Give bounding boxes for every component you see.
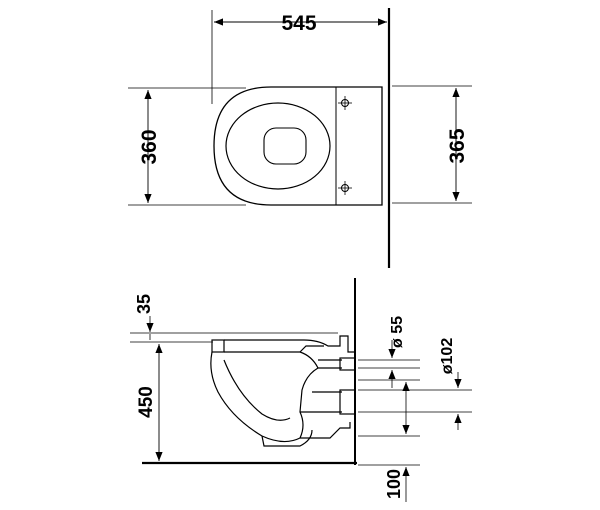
dim-floor-clearance: 100 bbox=[384, 469, 404, 499]
bowl-opening bbox=[263, 127, 307, 165]
seat-ring bbox=[225, 102, 331, 190]
dim-plate-height: 365 bbox=[446, 128, 469, 163]
mounting-hole-icon bbox=[338, 96, 352, 110]
dim-overall-depth: 545 bbox=[281, 12, 316, 35]
bowl-outline bbox=[213, 86, 383, 206]
top-view: 545 360 365 bbox=[128, 8, 472, 268]
dim-seat-offset: 35 bbox=[134, 294, 154, 314]
dim-outlet-diameter: ø102 bbox=[439, 338, 456, 375]
dim-seat-height: 450 bbox=[136, 386, 157, 418]
mounting-hole-icon bbox=[338, 181, 352, 195]
dim-bowl-width: 360 bbox=[138, 129, 161, 164]
dim-inlet-diameter: ø 55 bbox=[389, 316, 406, 348]
side-view: 35 450 ø 55 ø102 bbox=[130, 278, 472, 502]
toilet-profile bbox=[210, 335, 356, 447]
